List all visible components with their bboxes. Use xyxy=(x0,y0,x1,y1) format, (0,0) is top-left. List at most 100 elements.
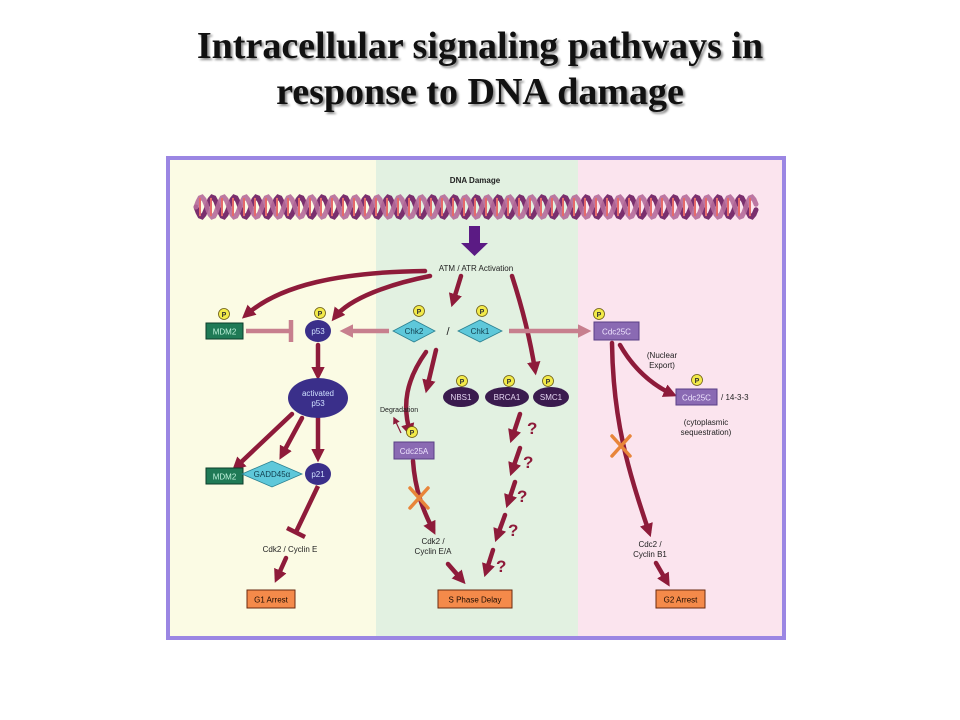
chk-separator: / xyxy=(446,326,450,338)
question-mark: ? xyxy=(496,557,506,576)
blocked-marks xyxy=(408,434,632,510)
phospho-markers: P P P P P P P P P P xyxy=(218,305,703,438)
question-arrow-3 xyxy=(504,479,518,509)
cdc2-cyclin-b1-label-1: Cdc2 / xyxy=(638,540,662,549)
mdm2-lower-label: MDM2 xyxy=(213,473,237,482)
phosphate-label: P xyxy=(546,379,551,386)
chk1-node: Chk1 xyxy=(457,319,503,343)
mdm2-label: MDM2 xyxy=(213,328,237,337)
phosphate-label: P xyxy=(695,378,700,385)
slide-title-line-1: Intracellular signaling pathways in xyxy=(196,25,764,67)
phosphate-label: P xyxy=(597,312,602,319)
phosphate-label: P xyxy=(480,309,485,316)
chk2-node: Chk2 xyxy=(392,319,436,343)
arrow-to-s-phase xyxy=(445,561,466,585)
phosphate-icon: P xyxy=(314,307,326,319)
phosphate-icon: P xyxy=(476,305,488,317)
cdc25c-label: Cdc25C xyxy=(602,328,631,337)
g2-arrest-node: G2 Arrest xyxy=(655,589,706,609)
arrow-to-g1 xyxy=(274,555,289,583)
arrow-to-cdc25c-cyto xyxy=(617,342,677,397)
cdk2-cyclin-ea-label-1: Cdk2 / xyxy=(421,537,445,546)
fourteen-3-3-label: / 14-3-3 xyxy=(721,393,749,402)
arrow-to-gadd45 xyxy=(279,415,305,460)
gadd45-label: GADD45α xyxy=(254,470,291,479)
brca1-label: BRCA1 xyxy=(494,393,521,402)
nuclear-export-label-1: (Nuclear xyxy=(647,351,678,360)
question-arrow-1 xyxy=(508,411,523,444)
unknown-steps: ? ? ? ? ? xyxy=(496,419,537,576)
activated-p53-label-2: p53 xyxy=(311,399,325,408)
nbs1-label: NBS1 xyxy=(451,393,472,402)
nodes: MDM2 p53 Chk2 / Chk1 Cdc25C activated p5… xyxy=(205,319,749,609)
question-mark: ? xyxy=(527,419,537,438)
question-mark: ? xyxy=(517,487,527,506)
nbs1-node: NBS1 xyxy=(443,387,479,407)
phosphate-label: P xyxy=(460,379,465,386)
phosphate-label: P xyxy=(318,311,323,318)
question-arrow-2 xyxy=(508,445,523,477)
question-arrow-5 xyxy=(482,547,496,578)
diagram-frame xyxy=(166,156,786,640)
smc1-node: SMC1 xyxy=(533,387,569,407)
p53-label: p53 xyxy=(311,327,325,336)
phosphate-label: P xyxy=(507,379,512,386)
blocked-x-icon xyxy=(610,434,632,458)
arrow-to-mdm2 xyxy=(241,268,428,319)
cdc2-cyclin-b1-label-2: Cyclin B1 xyxy=(633,550,667,559)
smc1-label: SMC1 xyxy=(540,393,563,402)
cdc25a-node: Cdc25A xyxy=(393,441,435,460)
pink-arrows xyxy=(246,320,592,342)
phosphate-label: P xyxy=(417,309,422,316)
chk1-label: Chk1 xyxy=(471,327,490,336)
arrow-to-g2 xyxy=(653,560,670,587)
phosphate-icon: P xyxy=(413,305,425,317)
g2-arrest-label: G2 Arrest xyxy=(664,596,699,605)
phosphate-icon: P xyxy=(503,375,515,387)
p21-node: p21 xyxy=(305,463,331,485)
arrow-to-nbs1 xyxy=(422,347,439,394)
cdk2-cyclin-ea-label-2: Cyclin E/A xyxy=(415,547,453,556)
dna-damage-label: DNA Damage xyxy=(450,176,501,185)
phosphate-label: P xyxy=(410,430,415,437)
annotations: Cdk2 / Cyclin E Degradation Cdk2 / Cycli… xyxy=(263,351,732,559)
s-phase-delay-label: S Phase Delay xyxy=(449,596,502,605)
activated-p53-node: activated p53 xyxy=(288,378,348,418)
g1-arrest-label: G1 Arrest xyxy=(254,596,289,605)
dna-helix-icon xyxy=(193,194,759,220)
phosphate-label: P xyxy=(222,312,227,319)
mdm2-node: MDM2 xyxy=(205,322,244,340)
arrow-to-chk2 xyxy=(448,273,464,308)
cytoplasmic-label-1: (cytoplasmic xyxy=(684,418,728,427)
p21-label: p21 xyxy=(311,470,325,479)
gadd45-node: GADD45α xyxy=(240,460,304,488)
question-arrow-4 xyxy=(493,512,508,543)
p53-node: p53 xyxy=(305,320,331,342)
s-phase-delay-node: S Phase Delay xyxy=(437,589,513,609)
blocked-x-icon xyxy=(408,486,430,510)
cdc25c-cyto-node: Cdc25C xyxy=(675,388,718,406)
brca1-node: BRCA1 xyxy=(485,387,529,407)
arrow-to-mdm2-lower xyxy=(232,411,295,471)
g1-arrest-node: G1 Arrest xyxy=(246,589,296,609)
phosphate-icon: P xyxy=(218,308,230,320)
cdc25c-node: Cdc25C xyxy=(593,321,640,341)
activated-p53-label-1: activated xyxy=(302,389,334,398)
chk2-label: Chk2 xyxy=(405,327,424,336)
cdk2-cyclin-e-label: Cdk2 / Cyclin E xyxy=(263,545,318,554)
degradation-arrow xyxy=(393,416,402,434)
arrow-to-cdc25a xyxy=(401,349,429,438)
cytoplasmic-label-2: sequestration) xyxy=(681,428,732,437)
phosphate-icon: P xyxy=(406,426,418,438)
slide-title-line-2: response to DNA damage xyxy=(276,71,684,113)
question-mark: ? xyxy=(523,453,533,472)
nuclear-export-label-2: Export) xyxy=(649,361,675,370)
phosphate-icon: P xyxy=(542,375,554,387)
phosphate-icon: P xyxy=(593,308,605,320)
phosphate-icon: P xyxy=(691,374,703,386)
arrow-to-smc1 xyxy=(509,273,541,376)
cdc25a-label: Cdc25A xyxy=(400,447,429,456)
phosphate-icon: P xyxy=(456,375,468,387)
question-mark: ? xyxy=(508,521,518,540)
